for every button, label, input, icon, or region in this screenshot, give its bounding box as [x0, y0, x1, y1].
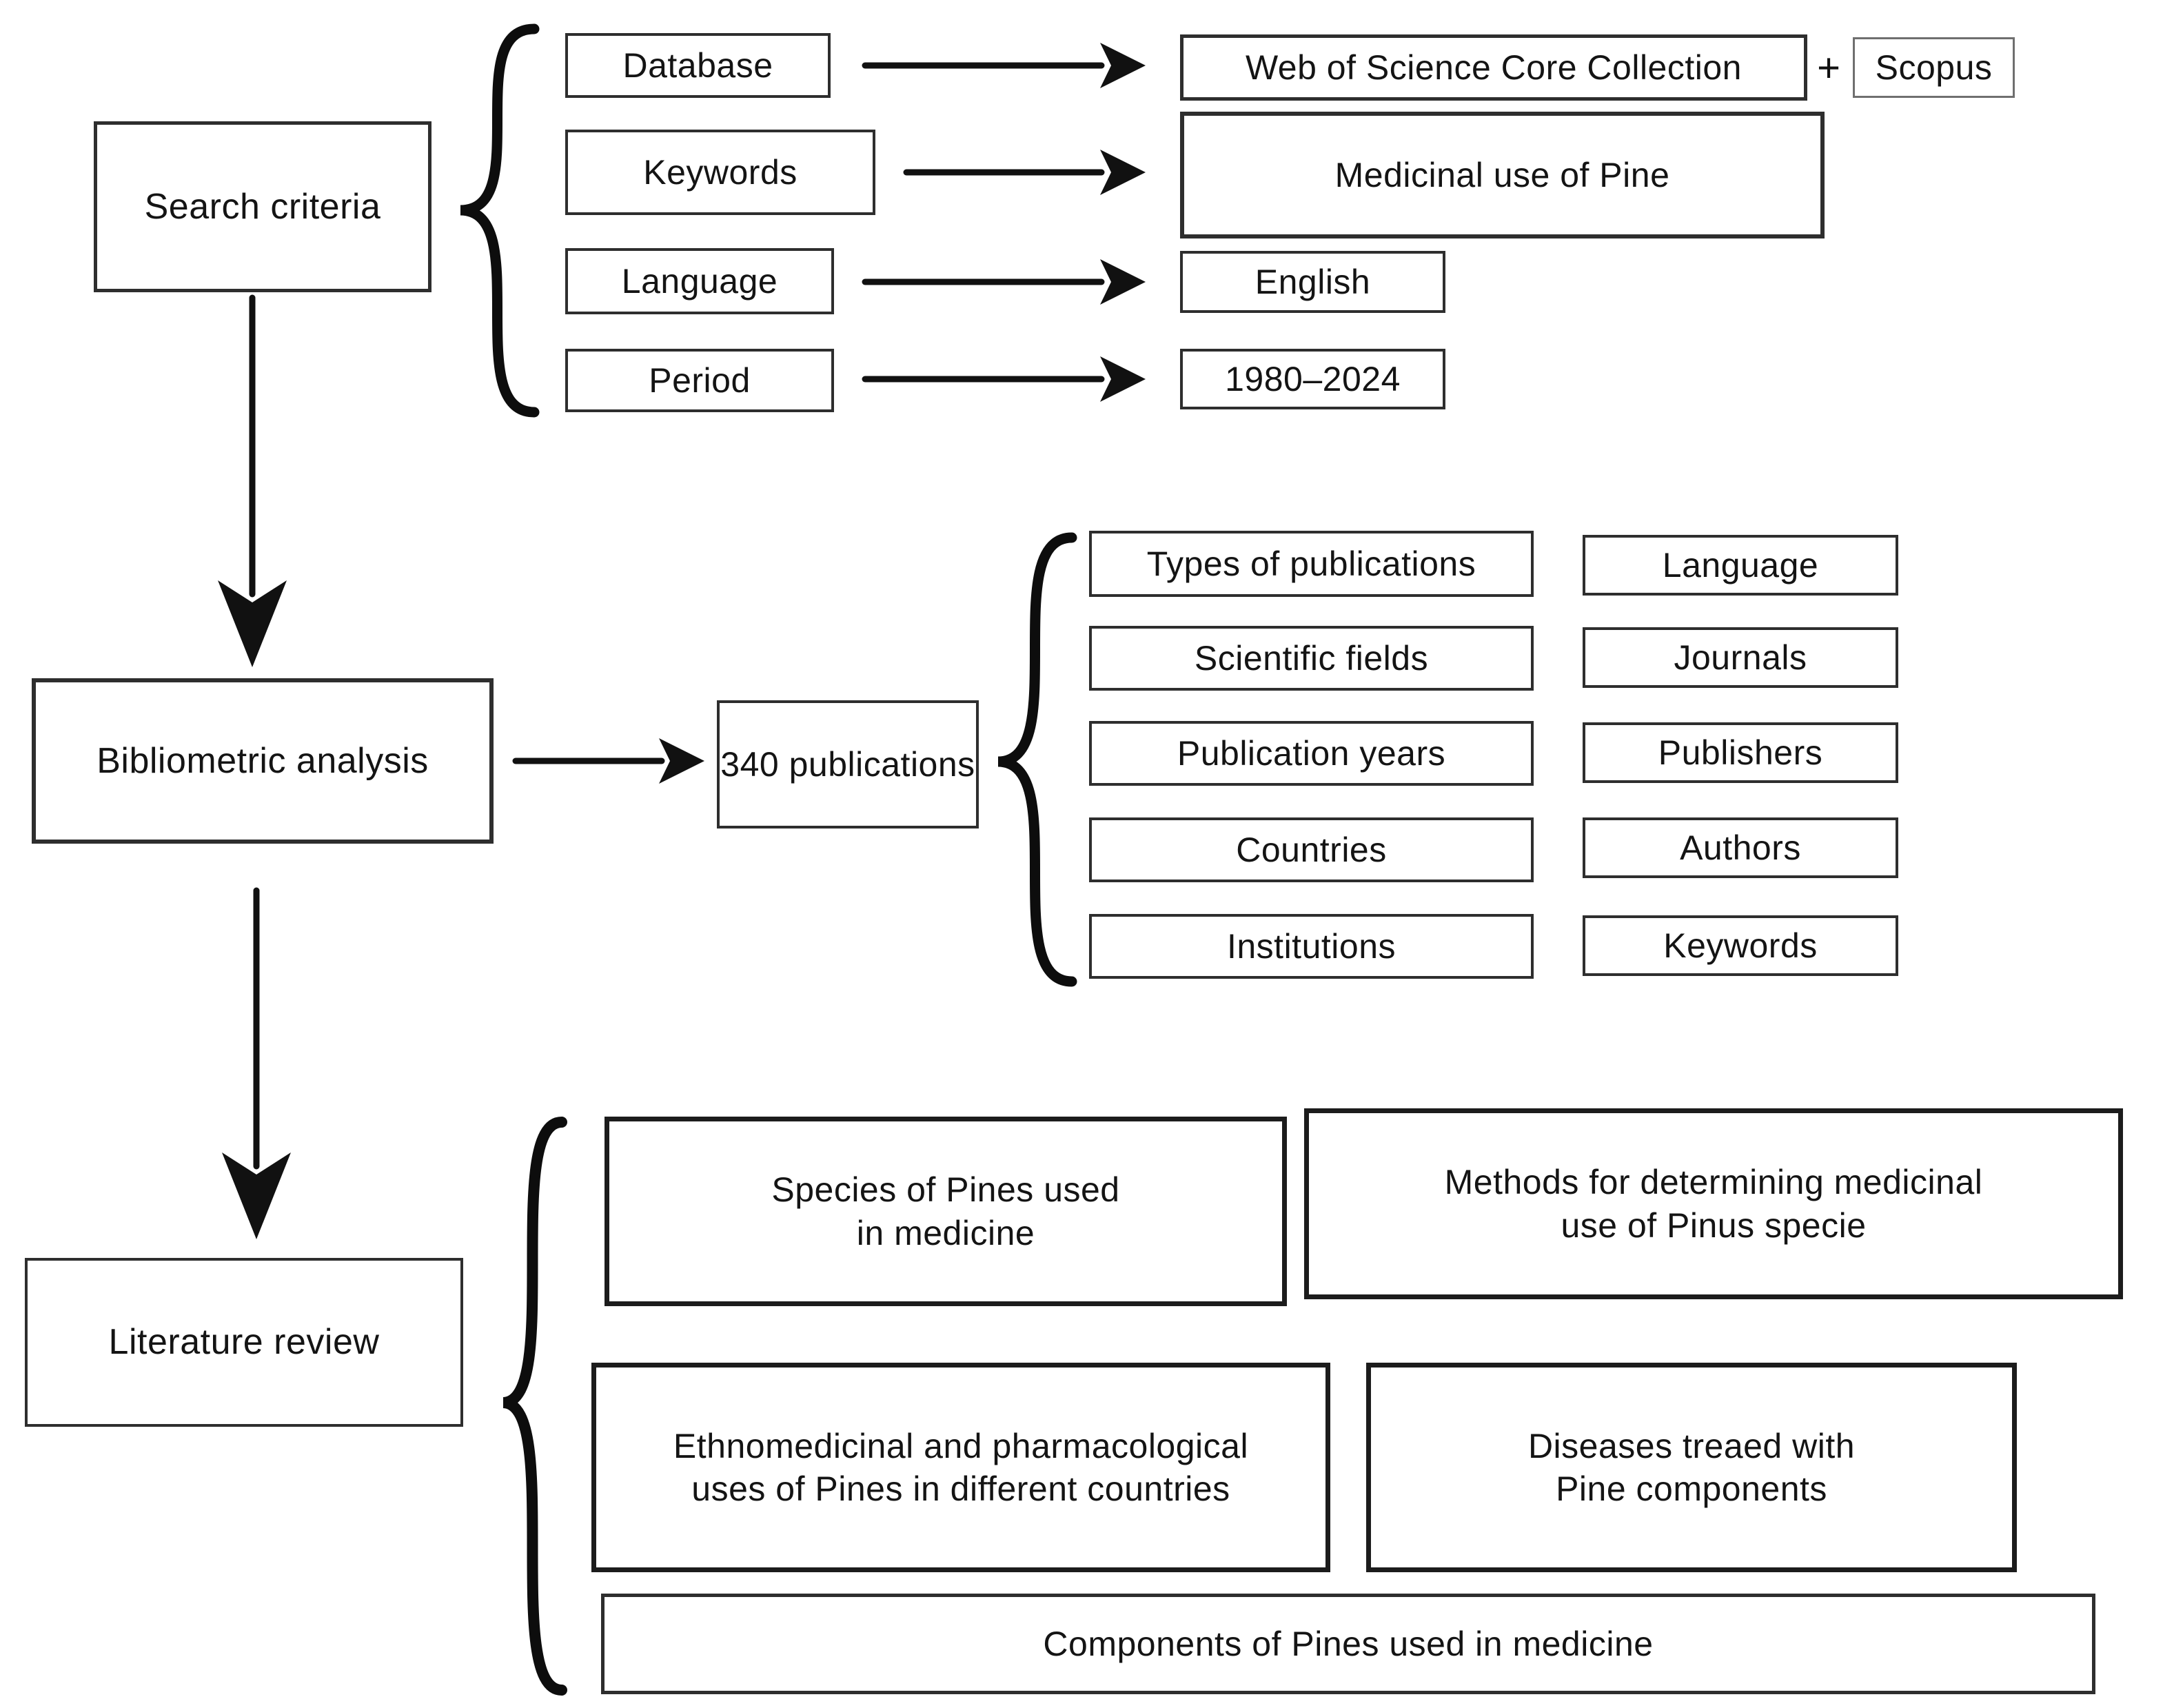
aspect-scientific-fields-box: Scientific fields [1089, 626, 1534, 691]
criterion-period-box: Period [565, 349, 834, 412]
brace-literature [502, 1117, 567, 1696]
arrow-publications-head [659, 738, 704, 784]
aspect-institutions-box: Institutions [1089, 914, 1534, 979]
brace-publications [997, 532, 1077, 987]
aspect-keywords-box: Keywords [1583, 915, 1898, 976]
aspect-language-box: Language [1583, 535, 1898, 596]
arrow-period-head [1100, 356, 1146, 402]
bibliometric-analysis-box: Bibliometric analysis [32, 678, 494, 844]
value-language-box: English [1180, 251, 1445, 313]
topic-ethnomedicinal-box: Ethnomedicinal and pharmacological uses … [591, 1363, 1330, 1572]
arrow-down-search-head [218, 580, 287, 667]
topic-species-box: Species of Pines used in medicine [605, 1117, 1287, 1306]
arrow-database-head [1100, 43, 1146, 88]
topic-diseases-box: Diseases treaed with Pine components [1366, 1363, 2017, 1572]
value-database-box: Web of Science Core Collection [1180, 34, 1807, 101]
arrow-language-head [1100, 259, 1146, 305]
arrow-down-biblio-head [222, 1152, 291, 1239]
aspect-types-of-publications-box: Types of publications [1089, 531, 1534, 597]
criterion-language-box: Language [565, 248, 834, 314]
value-keywords-box: Medicinal use of Pine [1180, 112, 1825, 238]
topic-methods-box: Methods for determining medicinal use of… [1304, 1108, 2123, 1299]
value-scopus-box: Scopus [1853, 37, 2015, 98]
publications-count-box: 340 publications [717, 700, 979, 828]
aspect-publication-years-box: Publication years [1089, 721, 1534, 786]
arrow-keywords-head [1100, 150, 1146, 195]
topic-components-box: Components of Pines used in medicine [601, 1594, 2095, 1694]
aspect-authors-box: Authors [1583, 817, 1898, 878]
criterion-keywords-box: Keywords [565, 130, 875, 215]
aspect-journals-box: Journals [1583, 627, 1898, 688]
aspect-publishers-box: Publishers [1583, 722, 1898, 783]
value-period-box: 1980–2024 [1180, 349, 1445, 409]
brace-search-criteria [460, 23, 540, 418]
plus-joiner: + [1817, 45, 1840, 90]
literature-review-box: Literature review [25, 1258, 463, 1427]
search-criteria-box: Search criteria [94, 121, 431, 292]
aspect-countries-box: Countries [1089, 817, 1534, 882]
criterion-database-box: Database [565, 33, 831, 98]
